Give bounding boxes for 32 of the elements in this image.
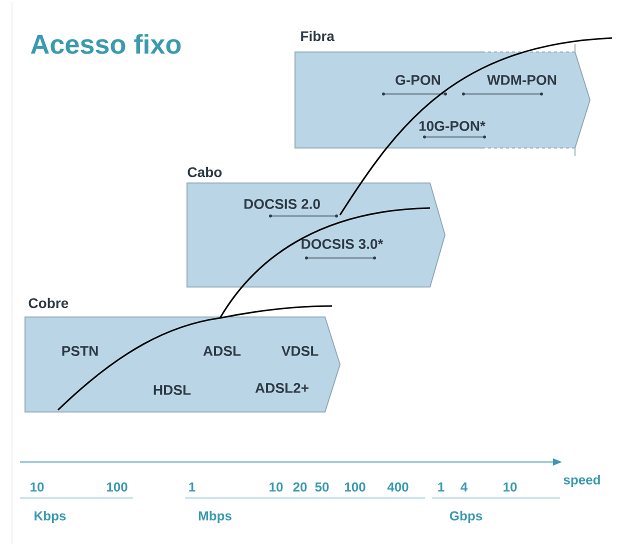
unit-label: Gbps [450,510,482,524]
tick-label: 10 [504,482,517,492]
arrow-band [186,166,446,288]
unit-label: Mbps [198,510,232,524]
tick-label: 100 [106,482,128,492]
arrow-band [24,298,341,412]
technology-label: 10G-PON* [419,121,486,131]
technology-label: DOCSIS 3.0* [302,239,384,249]
tick-label: 4 [460,482,468,492]
tick-label: 100 [344,482,366,492]
tick-label: 20 [293,482,307,492]
technology-label: ADSL2+ [255,383,308,393]
axis-title: speed [564,474,600,488]
technology-label: DOCSIS 2.0 [244,199,320,209]
tick-label: 400 [387,482,408,492]
tick-label: 50 [315,482,329,492]
tick-label: 10 [270,482,283,492]
band-title: Fibra [301,30,335,42]
title: Acesso fixo [30,34,181,54]
band-title: Cabo [188,166,222,178]
band-title: Cobre [28,298,68,308]
technology-label: G-PON [396,75,440,85]
arrow-band [294,30,591,156]
unit-label: Kbps [34,510,66,524]
tick-label: 10 [30,482,44,492]
technology-label: ADSL [203,346,241,356]
technology-label: PSTN [62,346,98,356]
technology-label: HDSL [154,385,191,395]
technology-label: VDSL [281,346,318,356]
technology-label: WDM-PON [487,75,556,85]
tick-label: 1 [189,482,196,492]
tick-label: 1 [438,482,444,492]
